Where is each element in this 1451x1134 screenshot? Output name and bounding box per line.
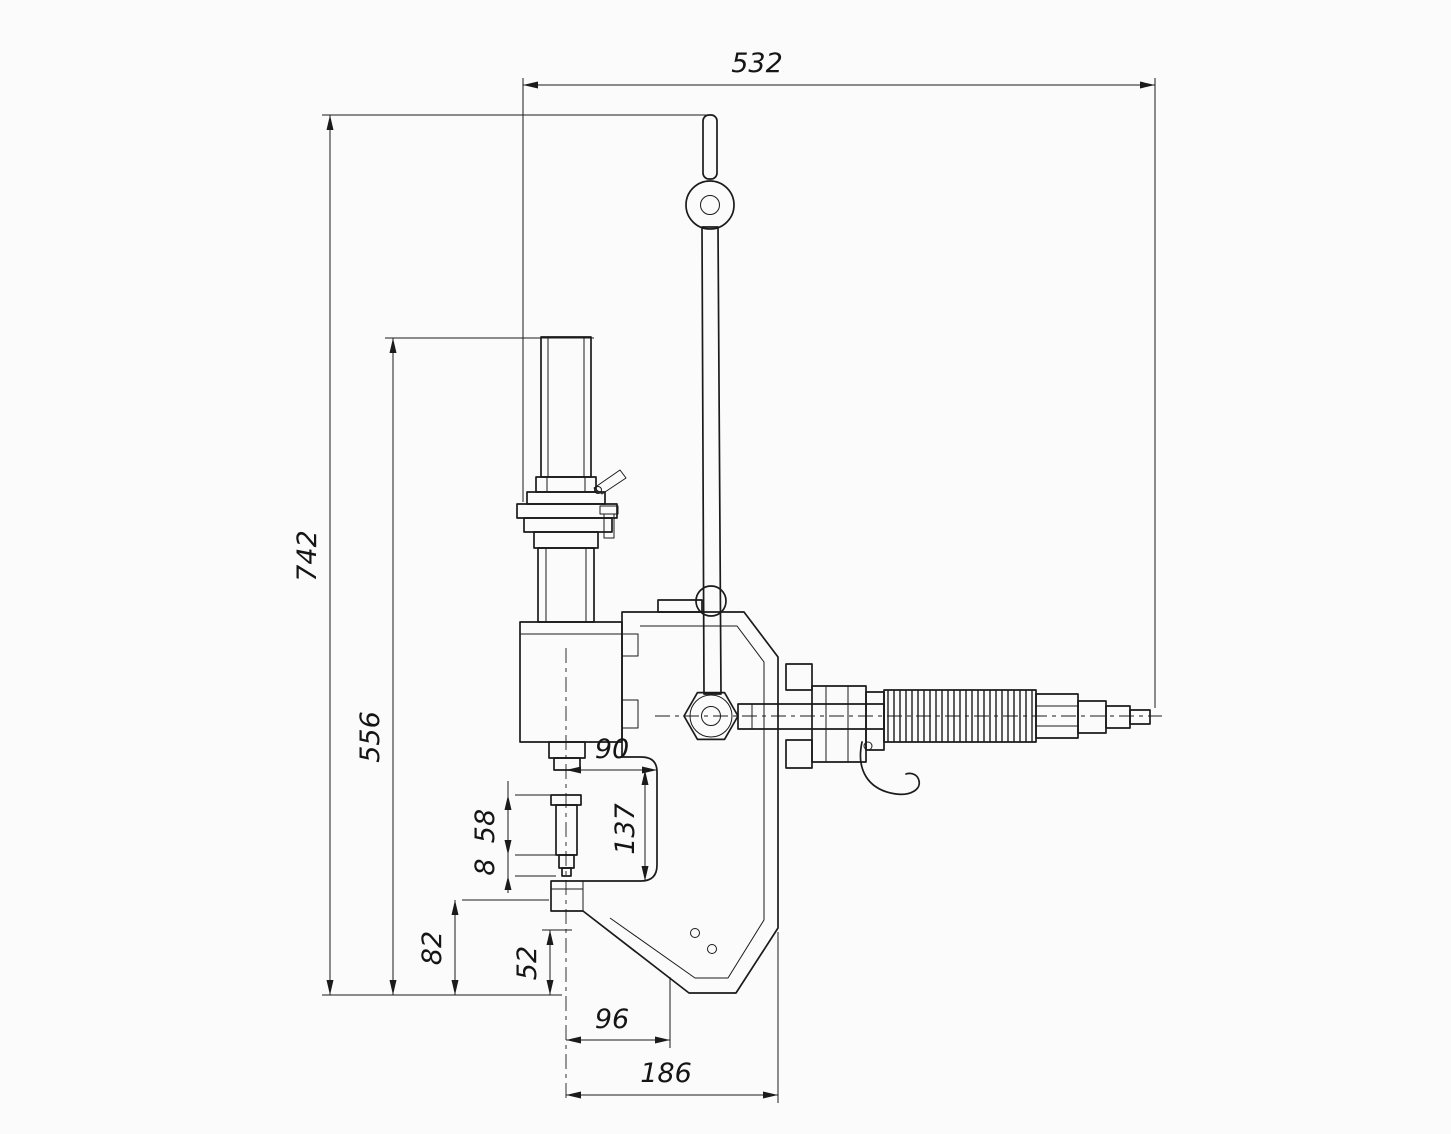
- spindle-tool: [548, 741, 586, 877]
- dimension-tip-length: 8: [470, 855, 556, 893]
- c-frame: [550, 599, 779, 994]
- dimension-tool-length: 58: [470, 781, 558, 869]
- dimension-body-height: 556: [355, 337, 594, 995]
- dimension-throat-depth: 137: [610, 770, 649, 881]
- dim-label-742: 742: [292, 530, 323, 582]
- trigger-lever: [859, 741, 921, 796]
- dimension-throat-offset: 90: [566, 734, 657, 774]
- frame-top-boss: [657, 599, 703, 613]
- centerlines: [565, 648, 1162, 1100]
- dimension-overall-height: 742: [292, 114, 714, 996]
- dim-label-556: 556: [355, 711, 386, 763]
- valve-lever-icon: [593, 469, 627, 495]
- dimension-base-height: 82: [417, 899, 549, 995]
- dimension-frame-width: 186: [566, 932, 779, 1103]
- dim-label-58: 58: [470, 809, 501, 843]
- handle-assembly: [737, 663, 1151, 796]
- lifting-eye-icon: [685, 180, 735, 230]
- dim-label-137: 137: [610, 803, 641, 855]
- dim-label-82: 82: [417, 931, 448, 965]
- dim-label-8: 8: [470, 858, 501, 875]
- dimension-overall-width: 532: [522, 48, 1156, 708]
- top-pin: [702, 114, 718, 180]
- dim-label-96: 96: [595, 1004, 629, 1035]
- pivot-hex-nut: [683, 691, 739, 741]
- dim-label-52: 52: [512, 946, 543, 980]
- air-nipple: [1129, 709, 1151, 725]
- dim-label-90: 90: [595, 734, 629, 765]
- coupling-block: [811, 685, 867, 763]
- lever-arm: [683, 114, 739, 741]
- dimension-jaw-reach: 96: [566, 977, 671, 1048]
- dim-label-532: 532: [731, 48, 783, 79]
- pneumatic-cylinder: [540, 336, 592, 478]
- flange: [516, 503, 619, 549]
- body-tube: [537, 547, 595, 623]
- bolt-hole-icon: [707, 944, 717, 954]
- motor-block: [519, 621, 639, 743]
- bolt-hole-icon: [690, 928, 700, 938]
- dim-label-186: 186: [640, 1058, 692, 1089]
- dimension-anvil-height: 52: [512, 929, 572, 995]
